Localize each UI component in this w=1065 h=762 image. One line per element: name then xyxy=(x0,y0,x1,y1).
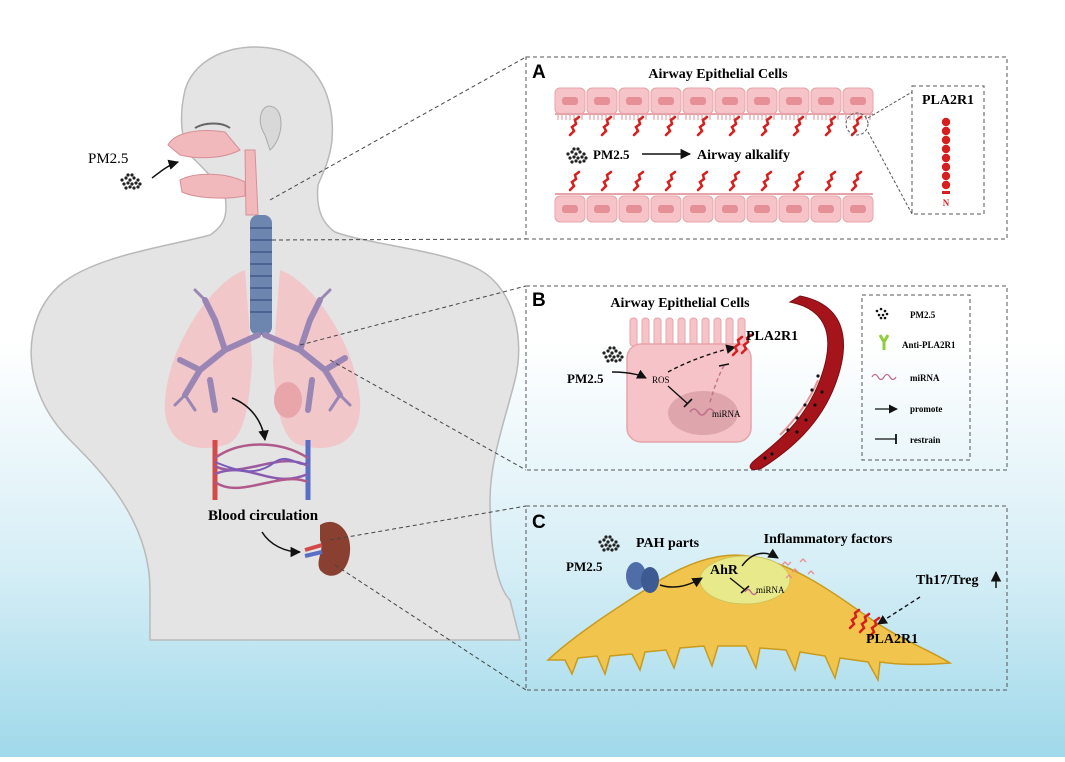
panel-b-title: Airway Epithelial Cells xyxy=(610,296,750,311)
capillary-network-icon xyxy=(212,440,311,500)
panel-b-mirna-label: miRNA xyxy=(712,409,741,419)
ros-label: ROS xyxy=(652,375,670,385)
ahr-membrane-receptor-icon xyxy=(626,562,659,593)
antibody-icon xyxy=(878,334,890,350)
inflammatory-factors-icon xyxy=(781,558,815,579)
pah-parts-label: PAH parts xyxy=(636,536,700,551)
airway-alkalify-label: Airway alkalify xyxy=(697,148,790,163)
panel-a: A Airway Epithelial Cells xyxy=(525,56,1008,240)
th17-arrow xyxy=(877,596,921,625)
panel-b-border xyxy=(525,285,1008,471)
legend-mirna-icon xyxy=(871,373,897,381)
left-lung xyxy=(164,270,252,448)
kidney-icon xyxy=(318,521,351,576)
pm25-label: PM2.5 xyxy=(88,151,128,167)
bottom-epithelium xyxy=(554,170,874,223)
pla2r1-domains-icon xyxy=(941,117,951,194)
legend-label-mirna: miRNA xyxy=(910,373,940,383)
panel-c-mirna-icon xyxy=(744,588,758,596)
ear-icon xyxy=(259,105,282,151)
dendritic-cell xyxy=(546,554,953,683)
panel-a-letter: A xyxy=(532,62,546,83)
pla2r1-zoom-box xyxy=(911,85,985,215)
legend-box xyxy=(861,294,971,461)
epithelial-cell xyxy=(626,317,752,443)
vessel-particles xyxy=(763,374,824,460)
pla2r1-zoom-title: PLA2R1 xyxy=(922,93,974,108)
panel-b-receptor-label: PLA2R1 xyxy=(746,329,798,344)
top-epithelium xyxy=(554,87,874,137)
inflammatory-factors-label: Inflammatory factors xyxy=(764,532,893,547)
heart xyxy=(274,382,302,418)
mirna-icon xyxy=(689,408,715,416)
bronchial-tree xyxy=(177,297,348,413)
blood-to-kidney-arrow xyxy=(261,531,302,558)
connector-lines xyxy=(269,56,527,691)
ros-restrain-line xyxy=(667,385,689,405)
panel-b: B Airway Epithelial Cells PM2.5 ROS miRN… xyxy=(525,285,1008,471)
legend-label-anti-pla2r1: Anti-PLA2R1 xyxy=(902,340,956,350)
inhalation-arrow xyxy=(151,159,180,179)
panel-a-title: Airway Epithelial Cells xyxy=(648,67,788,82)
panel-c-letter: C xyxy=(532,512,546,533)
ahr-label: AhR xyxy=(710,563,739,578)
blood-circulation-label: Blood circulation xyxy=(208,508,319,524)
panel-a-pm25-label: PM2.5 xyxy=(593,147,630,162)
eyebrow-icon xyxy=(194,122,231,129)
human-body: Blood circulation PM2.5 xyxy=(30,46,521,641)
zoom-circle xyxy=(845,112,869,136)
blood-vessel xyxy=(749,295,844,471)
panel-c-mirna-label: miRNA xyxy=(756,585,785,595)
n-terminus-label: N xyxy=(943,198,950,208)
panel-a-border xyxy=(525,56,1008,240)
panel-c-receptor-label: PLA2R1 xyxy=(866,632,918,647)
pah-arrow xyxy=(659,577,703,588)
legend-label-pm25: PM2.5 xyxy=(910,310,936,320)
th17-treg-label: Th17/Treg xyxy=(916,573,979,588)
nasal-cavity xyxy=(167,130,241,159)
legend-label-restrain: restrain xyxy=(910,435,940,445)
panel-b-letter: B xyxy=(532,290,546,311)
legend-pm25-particles-icon xyxy=(875,307,889,320)
legend-label-promote: promote xyxy=(910,404,942,414)
panel-b-pm25-label: PM2.5 xyxy=(567,371,604,386)
panel-c-pm25-label: PM2.5 xyxy=(566,559,603,574)
ros-promote-arrow xyxy=(667,344,736,373)
panel-b-legend: PM2.5 Anti-PLA2R1 miRNA promote restrain xyxy=(861,294,971,461)
panel-c-border xyxy=(525,505,1008,691)
oral-cavity xyxy=(179,173,246,199)
panel-c: C PM2.5 PAH parts AhR miRNA Inflammatory… xyxy=(525,505,1008,691)
lung-to-blood-arrow xyxy=(231,397,269,442)
